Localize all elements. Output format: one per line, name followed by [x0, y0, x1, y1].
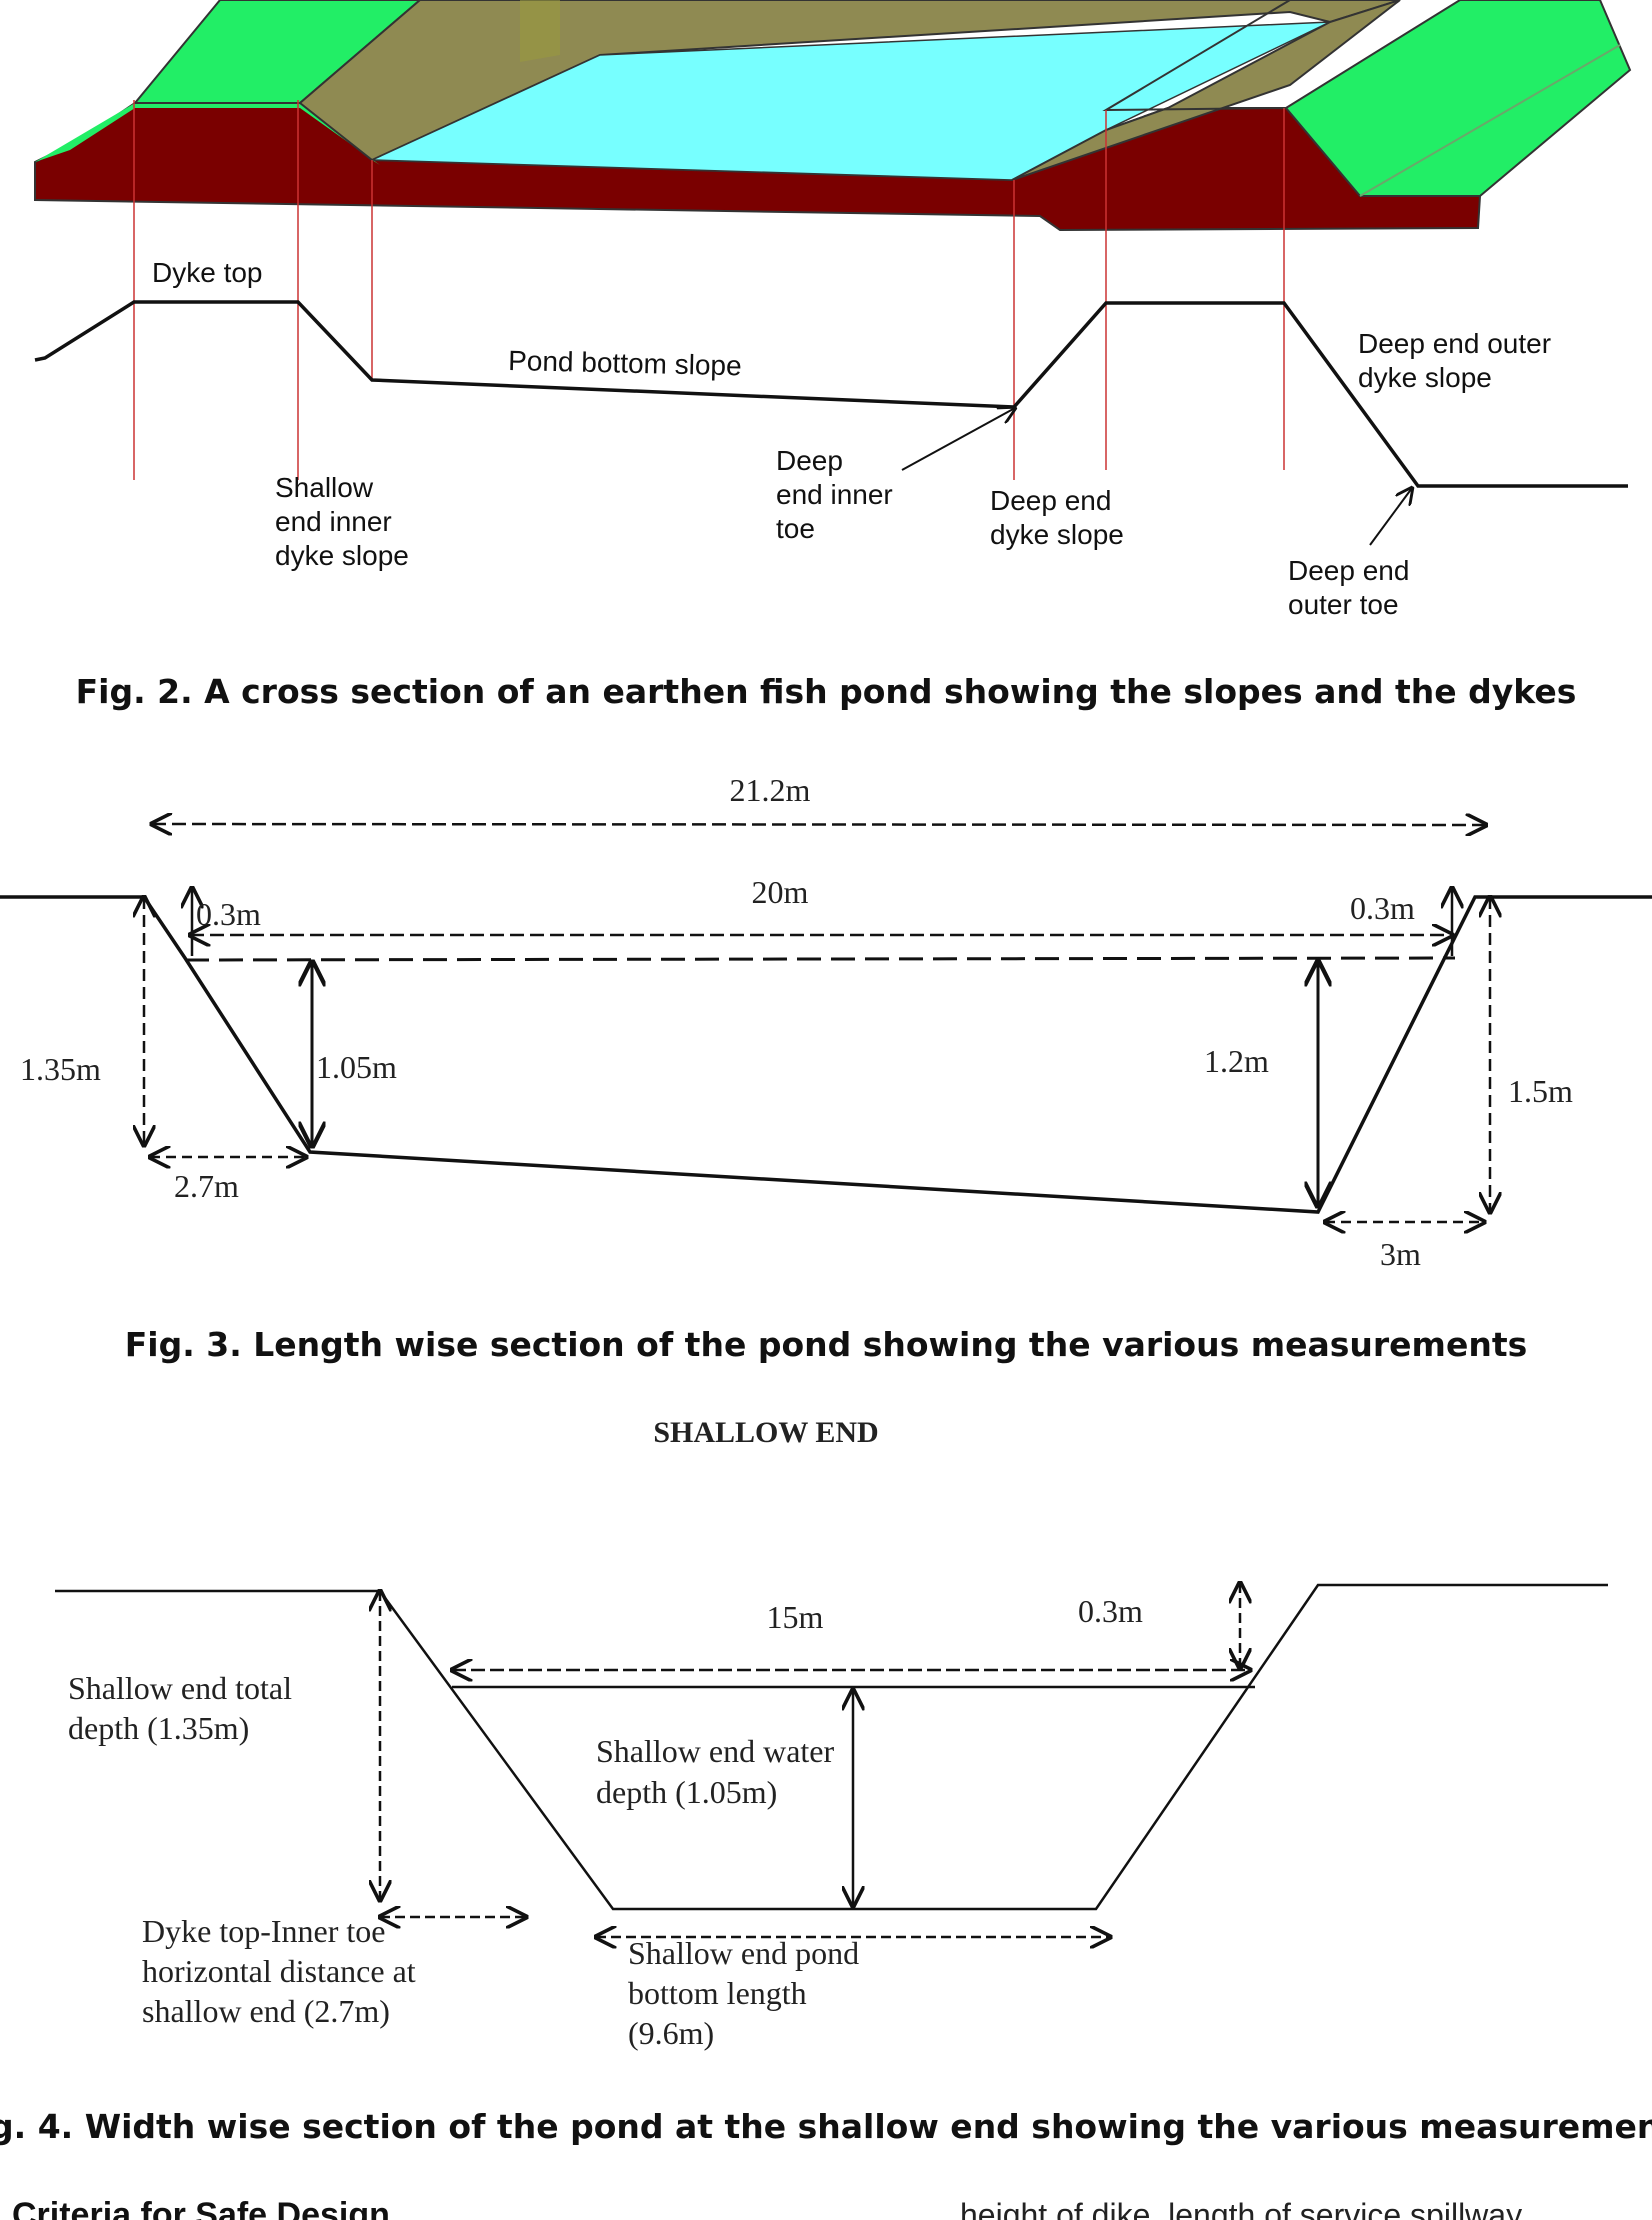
pond-profile — [34, 300, 1628, 488]
body-text-right: height of dike, length of service spillw… — [960, 2197, 1522, 2220]
label-deep-outer-toe-2: outer toe — [1288, 589, 1399, 620]
dim-total-length: 21.2m — [730, 772, 811, 808]
dim-shallow-toe: 2.7m — [174, 1168, 239, 1204]
label-water-depth-1: Shallow end water — [596, 1733, 835, 1769]
far-bank-strip — [520, 0, 560, 62]
label-bottom-len-3: (9.6m) — [628, 2015, 714, 2051]
label-toe-dist-3: shallow end (2.7m) — [142, 1993, 390, 2029]
label-total-depth-2: depth (1.35m) — [68, 1710, 249, 1746]
dim-deep-total: 1.5m — [1508, 1073, 1573, 1109]
pond-water — [371, 21, 1331, 181]
label-deep-outer-slope-2: dyke slope — [1358, 362, 1492, 393]
dim-freeboard: 0.3m — [1078, 1593, 1143, 1629]
label-deep-outer-slope-1: Deep end outer — [1358, 328, 1551, 359]
dim-deep-water: 1.2m — [1204, 1043, 1269, 1079]
right-dyke-top — [1102, 0, 1632, 197]
label-deep-dyke-slope-1: Deep end — [990, 485, 1111, 516]
dim-water-length: 20m — [752, 874, 809, 910]
label-deep-inner-toe-1: Deep — [776, 445, 843, 476]
section-heading: Criteria for Safe Design — [12, 2196, 390, 2220]
fig2-pond-illustration — [34, 0, 1632, 546]
label-dyke-top: Dyke top — [152, 257, 263, 288]
label-shallow-inner-2: end inner — [275, 506, 392, 537]
dim-top-width: 15m — [767, 1599, 824, 1635]
fig2-caption: Fig. 2. A cross section of an earthen fi… — [76, 672, 1577, 711]
dim-freeboard-right: 0.3m — [1350, 890, 1415, 926]
label-toe-dist-1: Dyke top-Inner toe — [142, 1913, 385, 1949]
dim-deep-toe: 3m — [1380, 1236, 1421, 1272]
dim-freeboard-left: 0.3m — [196, 896, 261, 932]
fig3-section — [0, 824, 1652, 1222]
fig3-caption: Fig. 3. Length wise section of the pond … — [125, 1325, 1527, 1364]
label-deep-outer-toe-1: Deep end — [1288, 555, 1409, 586]
label-water-depth-2: depth (1.05m) — [596, 1774, 777, 1810]
label-deep-dyke-slope-2: dyke slope — [990, 519, 1124, 550]
label-bottom-len-1: Shallow end pond — [628, 1935, 859, 1971]
fig4-labels: 15m 0.3m Shallow end total depth (1.35m)… — [68, 1593, 1143, 2051]
fig4-title: SHALLOW END — [653, 1416, 878, 1449]
label-deep-inner-toe-3: toe — [776, 513, 815, 544]
left-dyke-top — [132, 0, 422, 104]
fig3-dimension-labels: 21.2m 20m 0.3m 0.3m 1.35m 1.05m 1.2m 1.5… — [20, 772, 1573, 1272]
dim-shallow-total: 1.35m — [20, 1051, 101, 1087]
label-shallow-inner-1: Shallow — [275, 472, 374, 503]
fig2-labels: Dyke top Pond bottom slope Deep end oute… — [152, 257, 1551, 620]
dim-shallow-water: 1.05m — [316, 1049, 397, 1085]
fig4-caption: Fig. 4. Width wise section of the pond a… — [0, 2107, 1652, 2146]
label-pond-bottom-slope: Pond bottom slope — [508, 345, 742, 381]
label-shallow-inner-3: dyke slope — [275, 540, 409, 571]
label-deep-inner-toe-2: end inner — [776, 479, 893, 510]
fig4-section — [55, 1583, 1608, 1937]
label-total-depth-1: Shallow end total — [68, 1670, 292, 1706]
label-toe-dist-2: horizontal distance at — [142, 1953, 416, 1989]
label-bottom-len-2: bottom length — [628, 1975, 807, 2011]
